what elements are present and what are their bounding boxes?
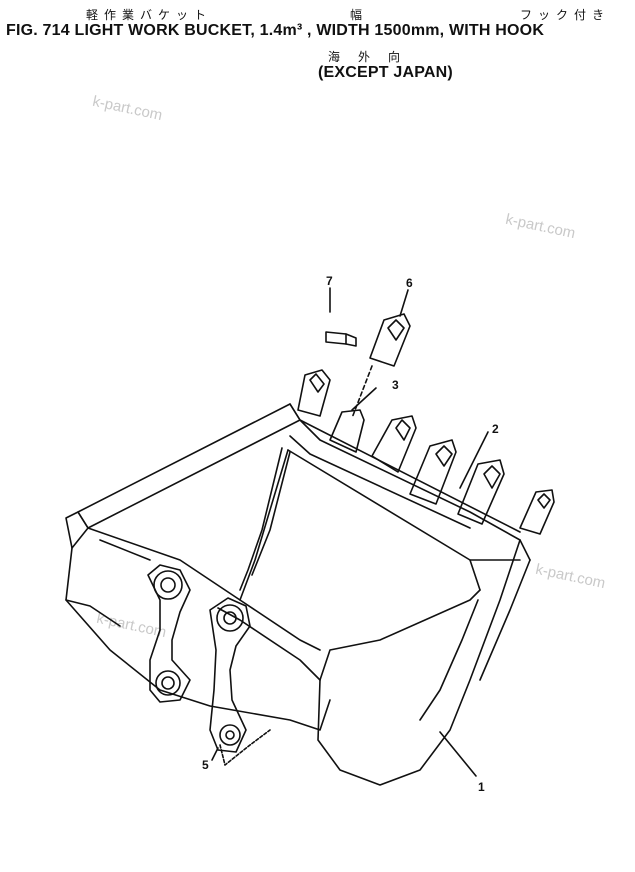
hook — [219, 724, 271, 766]
callout-1: 1 — [478, 780, 485, 794]
exploded-tooth — [369, 313, 411, 367]
japanese-title: 軽作業バケット — [86, 8, 213, 22]
japanese-region-label: 海外向 — [328, 50, 419, 64]
japanese-hook-label: フック付き — [520, 8, 611, 22]
japanese-width-label: 幅 — [350, 8, 369, 22]
callout-6: 6 — [406, 276, 413, 290]
callout-5: 5 — [202, 758, 209, 772]
callout-2: 2 — [492, 422, 499, 436]
right-side-wall — [317, 539, 521, 786]
hinge-bracket — [147, 564, 251, 753]
callout-7: 7 — [326, 274, 333, 288]
region-label: (EXCEPT JAPAN) — [318, 64, 453, 81]
cutting-edge — [289, 403, 531, 561]
figure-title: FIG. 714 LIGHT WORK BUCKET, 1.4m³ , WIDT… — [6, 22, 545, 39]
back-plate — [239, 449, 289, 601]
callout-3: 3 — [392, 378, 399, 392]
bucket-teeth — [297, 369, 555, 535]
exploded-pin — [325, 331, 357, 347]
